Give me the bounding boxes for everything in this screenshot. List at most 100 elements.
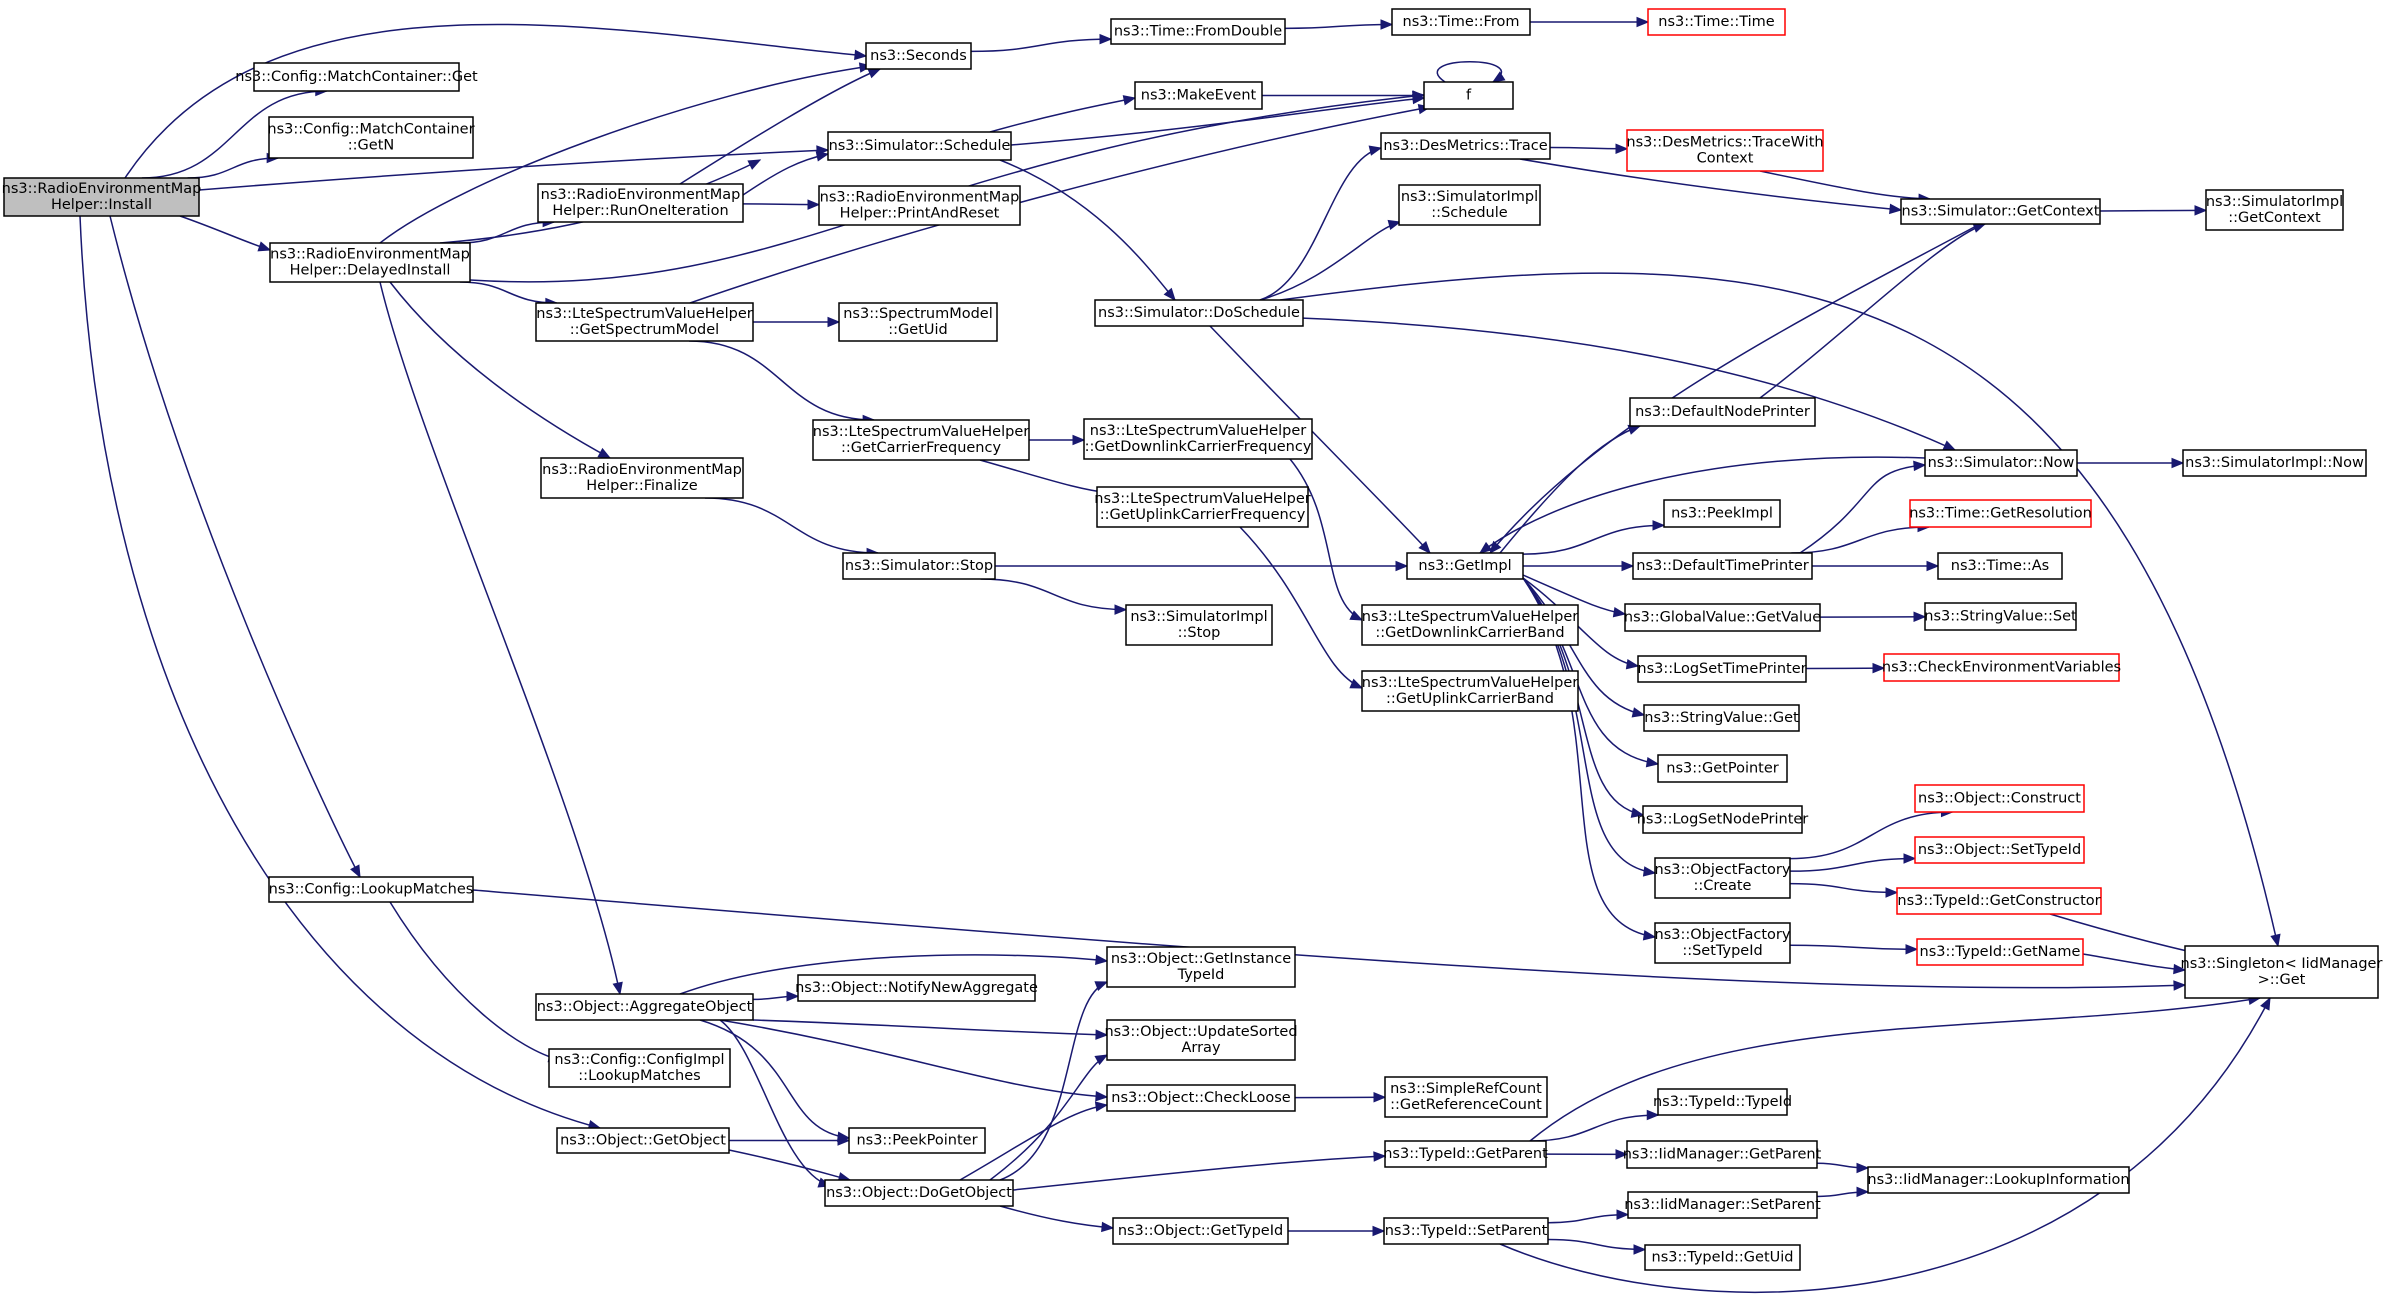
arrowhead [1478, 541, 1493, 554]
node-specuid[interactable]: ns3::SpectrumModel::GetUid [838, 302, 998, 342]
node-schedule[interactable]: ns3::Simulator::Schedule [827, 131, 1012, 161]
node-ofsettypeid[interactable]: ns3::ObjectFactory::SetTypeId [1654, 922, 1791, 964]
node-ulband[interactable]: ns3::LteSpectrumValueHelper::GetUplinkCa… [1361, 670, 1579, 712]
node-notifynew[interactable]: ns3::Object::NotifyNewAggregate [795, 974, 1038, 1002]
edge-ofcreate-to-settypeid [1789, 853, 1917, 872]
node-runone[interactable]: ns3::RadioEnvironmentMapHelper::RunOneIt… [537, 183, 744, 223]
node-simplerefcount[interactable]: ns3::SimpleRefCount::GetReferenceCount [1384, 1076, 1548, 1118]
node-box [827, 131, 1012, 161]
arrowhead [1621, 560, 1635, 572]
node-label: ::GetSpectrumModel [570, 322, 719, 338]
node-simimplctx[interactable]: ns3::SimulatorImpl::GetContext [2205, 189, 2344, 231]
node-peekimpl[interactable]: ns3::PeekImpl [1663, 499, 1781, 528]
node-checkenv[interactable]: ns3::CheckEnvironmentVariables [1882, 653, 2121, 682]
node-construct[interactable]: ns3::Object::Construct [1914, 784, 2085, 813]
node-printreset[interactable]: ns3::RadioEnvironmentMapHelper::PrintAnd… [818, 185, 1021, 226]
node-ofcreate[interactable]: ns3::ObjectFactory::Create [1654, 857, 1791, 899]
node-dlfreq[interactable]: ns3::LteSpectrumValueHelper::GetDownlink… [1083, 418, 1313, 460]
node-simnow[interactable]: ns3::Simulator::Now [1924, 449, 2078, 477]
node-label: ns3::IidManager::SetParent [1624, 1197, 1821, 1213]
node-simimplstop[interactable]: ns3::SimulatorImpl::Stop [1125, 604, 1273, 646]
node-box [3, 177, 200, 217]
node-objgettypeid[interactable]: ns3::Object::GetTypeId [1112, 1217, 1289, 1245]
node-settypeid[interactable]: ns3::Object::SetTypeId [1914, 836, 2085, 864]
node-mcgetn[interactable]: ns3::Config::MatchContainer::GetN [267, 116, 475, 159]
node-getspec[interactable]: ns3::LteSpectrumValueHelper::GetSpectrum… [535, 302, 754, 342]
node-box [1663, 499, 1781, 528]
node-getname[interactable]: ns3::TypeId::GetName [1916, 938, 2084, 966]
node-box [1924, 602, 2077, 631]
node-peekpointer[interactable]: ns3::PeekPointer [848, 1127, 986, 1154]
node-cilookup[interactable]: ns3::Config::ConfigImpl::LookupMatches [548, 1048, 731, 1088]
edge-logsettime-to-checkenv [1805, 662, 1886, 674]
edge-stop-to-simimplstop [980, 578, 1128, 615]
node-getobject[interactable]: ns3::Object::GetObject [556, 1127, 730, 1154]
node-simimplnow[interactable]: ns3::SimulatorImpl::Now [2182, 449, 2367, 477]
node-mcget[interactable]: ns3::Config::MatchContainer::Get [235, 62, 478, 92]
node-iidlookupinfo[interactable]: ns3::IidManager::LookupInformation [1867, 1166, 2130, 1194]
node-getconstructor[interactable]: ns3::TypeId::GetConstructor [1896, 887, 2102, 915]
node-checkloose[interactable]: ns3::Object::CheckLoose [1106, 1084, 1296, 1112]
node-logsetnode[interactable]: ns3::LogSetNodePrinter [1637, 805, 1809, 834]
node-ulfreq[interactable]: ns3::LteSpectrumValueHelper::GetUplinkCa… [1094, 486, 1311, 528]
node-timetime[interactable]: ns3::Time::Time [1647, 8, 1786, 36]
node-defaulttime[interactable]: ns3::DefaultTimePrinter [1632, 552, 1813, 580]
node-getpointer[interactable]: ns3::GetPointer [1657, 754, 1788, 783]
node-typeidgetparent[interactable]: ns3::TypeId::GetParent [1383, 1140, 1548, 1168]
arrowhead [815, 151, 830, 162]
node-doschedule[interactable]: ns3::Simulator::DoSchedule [1094, 299, 1304, 327]
node-box [1924, 449, 2078, 477]
edge-objgettypeid-to-typeidsetparent [1288, 1225, 1386, 1237]
node-label: ns3::SimulatorImpl [1130, 609, 1267, 625]
arrowhead [1114, 604, 1128, 615]
node-getres[interactable]: ns3::Time::GetResolution [1909, 499, 2092, 528]
node-label: ::LookupMatches [578, 1068, 700, 1084]
arrowhead [1094, 1054, 1109, 1066]
node-makeevent[interactable]: ns3::MakeEvent [1134, 81, 1263, 110]
node-carrier[interactable]: ns3::LteSpectrumValueHelper::GetCarrierF… [812, 419, 1030, 461]
node-getimpl[interactable]: ns3::GetImpl [1406, 552, 1524, 580]
node-fromdouble[interactable]: ns3::Time::FromDouble [1110, 18, 1286, 45]
node-stop[interactable]: ns3::Simulator::Stop [842, 552, 996, 580]
node-typeidtypeid[interactable]: ns3::TypeId::TypeId [1653, 1088, 1792, 1116]
node-f[interactable]: f [1423, 81, 1514, 110]
node-label: ::GetUid [888, 322, 947, 338]
node-typeidsetparent[interactable]: ns3::TypeId::SetParent [1383, 1217, 1549, 1245]
node-typeidgetuid[interactable]: ns3::TypeId::GetUid [1644, 1244, 1801, 1271]
node-stringset[interactable]: ns3::StringValue::Set [1924, 602, 2077, 631]
node-singleton[interactable]: ns3::Singleton< IidManager>::Get [2181, 945, 2383, 999]
node-label: f [1466, 88, 1472, 104]
node-desmetrics[interactable]: ns3::DesMetrics::Trace [1380, 132, 1551, 160]
node-label: ns3::Singleton< IidManager [2181, 956, 2383, 972]
node-aggregate[interactable]: ns3::Object::AggregateObject [535, 993, 754, 1021]
node-timefrom[interactable]: ns3::Time::From [1391, 8, 1531, 36]
node-label: ::GetDownlinkCarrierFrequency [1085, 439, 1312, 455]
node-globalvalue[interactable]: ns3::GlobalValue::GetValue [1624, 603, 1821, 632]
arrowhead [1349, 610, 1364, 621]
arrowhead [807, 199, 821, 210]
node-label: ::GetN [348, 138, 394, 154]
node-label: ns3::Time::FromDouble [1114, 24, 1282, 40]
arrowhead [1491, 71, 1506, 83]
node-timeas[interactable]: ns3::Time::As [1937, 552, 2063, 580]
node-getcontext[interactable]: ns3::Simulator::GetContext [1900, 198, 2101, 225]
node-iidsetparent[interactable]: ns3::IidManager::SetParent [1624, 1191, 1821, 1219]
node-simimplsched[interactable]: ns3::SimulatorImpl::Schedule [1398, 184, 1541, 226]
arrowhead [1122, 95, 1137, 106]
node-lookup[interactable]: ns3::Config::LookupMatches [268, 876, 474, 903]
edge-defaulttime-to-simnow [1799, 460, 1927, 554]
node-defaultnode[interactable]: ns3::DefaultNodePrinter [1629, 397, 1816, 427]
node-delayed[interactable]: ns3::RadioEnvironmentMapHelper::DelayedI… [269, 242, 471, 283]
node-logsettime[interactable]: ns3::LogSetTimePrinter [1637, 655, 1807, 683]
arrowhead [854, 49, 868, 61]
node-iidgetparent[interactable]: ns3::IidManager::GetParent [1623, 1140, 1822, 1169]
node-stringget[interactable]: ns3::StringValue::Get [1643, 704, 1800, 732]
node-seconds[interactable]: ns3::Seconds [865, 42, 972, 70]
node-dlband[interactable]: ns3::LteSpectrumValueHelper::GetDownlink… [1361, 604, 1579, 646]
node-dogetobject[interactable]: ns3::Object::DoGetObject [824, 1179, 1014, 1207]
